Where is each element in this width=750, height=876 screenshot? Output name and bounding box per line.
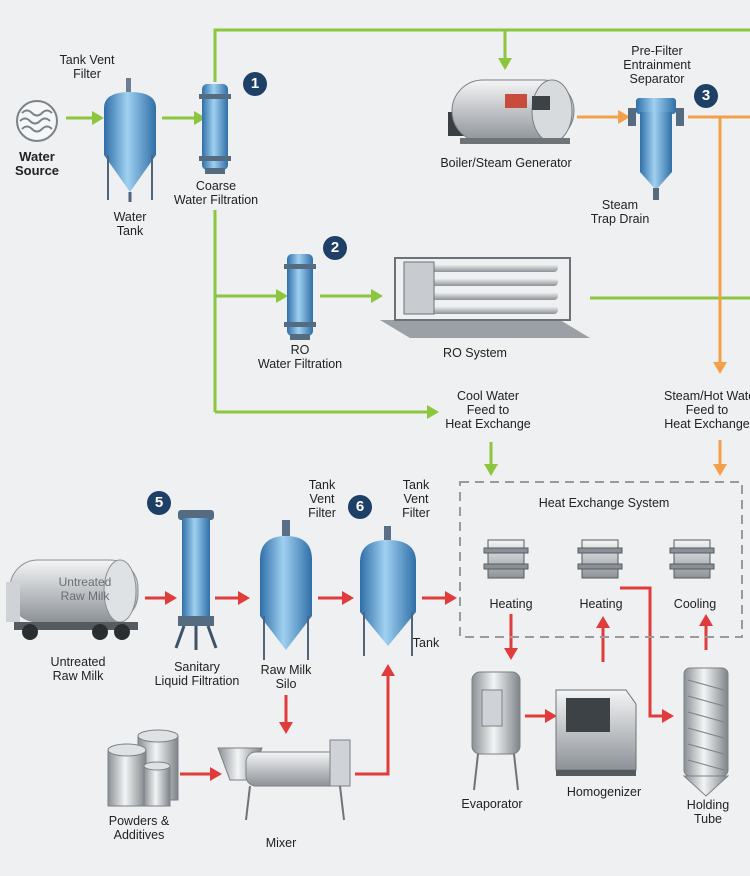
label-tank-vent-filter-3: Tank Vent Filter — [402, 478, 430, 520]
label-untreated-raw-milk: Untreated Raw Milk — [50, 655, 106, 683]
ro-filter-illustration — [284, 254, 316, 340]
line-top-main — [213, 28, 750, 82]
arrow-boiler — [498, 58, 512, 70]
label-water-source: Water Source — [14, 149, 60, 178]
step-badge-2: 2 — [323, 236, 347, 260]
arrow-tank — [342, 591, 354, 605]
label-heating-2: Heating — [579, 597, 623, 611]
label-tank-vent-filter-1: Tank Vent Filter — [59, 53, 115, 81]
boiler-illustration — [448, 79, 575, 144]
water-tank-illustration — [104, 78, 156, 202]
mixer-illustration — [217, 739, 351, 821]
label-cooling: Cooling — [673, 597, 717, 611]
label-truck-text: Untreated Raw Milk — [58, 575, 112, 603]
heat-exchanger-1 — [483, 539, 529, 579]
arrow-hx — [445, 591, 457, 605]
label-tank: Tank — [412, 636, 440, 650]
steam-arrowheads — [618, 110, 727, 476]
powders-illustration — [107, 729, 179, 807]
arrow-filter — [165, 591, 177, 605]
arrow-source-tank — [92, 111, 104, 125]
arrow-powders — [210, 767, 222, 781]
label-mixer: Mixer — [265, 836, 297, 850]
label-coarse-filtration: Coarse Water Filtration — [173, 179, 259, 207]
homogenizer-illustration — [555, 689, 637, 776]
label-heat-exchange-system: Heat Exchange System — [538, 496, 670, 510]
label-steam-trap: Steam Trap Drain — [590, 198, 650, 226]
label-homogenizer: Homogenizer — [566, 785, 642, 799]
arrow-holding — [662, 709, 674, 723]
step-badge-1: 1 — [243, 72, 267, 96]
label-steam-hot-water: Steam/Hot Water Feed to Heat Exchange — [664, 389, 750, 431]
tank-illustration — [360, 526, 416, 656]
arrow-silo — [238, 591, 250, 605]
arrow-cool-hx — [484, 464, 498, 476]
line-heating-to-holding — [620, 586, 662, 718]
arrow-cooling — [699, 614, 713, 626]
water-wave-icon — [16, 100, 58, 142]
arrow-tank-from-mixer — [381, 664, 395, 676]
label-holding-tube: Holding Tube — [686, 798, 730, 826]
label-raw-milk-silo: Raw Milk Silo — [260, 663, 312, 691]
step-badge-3: 3 — [694, 84, 718, 108]
arrow-cool-water — [427, 405, 439, 419]
arrow-steam-hx — [713, 464, 727, 476]
label-tank-vent-filter-2: Tank Vent Filter — [308, 478, 336, 520]
raw-milk-silo-illustration — [260, 520, 312, 660]
ro-system-illustration — [380, 257, 590, 338]
arrow-mixer — [279, 722, 293, 734]
label-boiler: Boiler/Steam Generator — [440, 156, 572, 170]
holding-tube-illustration — [682, 667, 730, 797]
arrow-homog — [545, 709, 557, 723]
label-pre-filter: Pre-Filter Entrainment Separator — [623, 44, 691, 86]
separator-illustration — [628, 98, 684, 200]
arrow-heating2 — [596, 616, 610, 628]
steam-lines — [577, 115, 750, 465]
label-heating-1: Heating — [489, 597, 533, 611]
evaporator-illustration — [471, 671, 521, 791]
arrow-ro-system — [371, 289, 383, 303]
sanitary-filter-illustration — [174, 510, 218, 650]
water-lines — [66, 28, 750, 465]
line-mixer-to-tank — [355, 676, 390, 776]
step-badge-5: 5 — [147, 491, 171, 515]
coarse-filter-illustration — [199, 84, 231, 174]
step-badge-6: 6 — [348, 495, 372, 519]
milk-lines — [145, 586, 708, 776]
heat-exchange-box — [459, 481, 743, 638]
label-water-tank: Water Tank — [113, 210, 147, 238]
milk-arrowheads — [165, 591, 713, 781]
label-powders: Powders & Additives — [108, 814, 170, 842]
arrow-tank-coarse — [194, 111, 206, 125]
label-cool-water: Cool Water Feed to Heat Exchange — [445, 389, 531, 431]
label-sanitary-filtration: Sanitary Liquid Filtration — [154, 660, 240, 688]
label-ro-filtration: RO Water Filtration — [257, 343, 343, 371]
arrow-evap — [504, 648, 518, 660]
arrow-steam-feed — [713, 362, 727, 374]
heat-exchanger-3 — [669, 539, 715, 579]
label-evaporator: Evaporator — [461, 797, 523, 811]
arrow-separator — [618, 110, 630, 124]
arrow-ro-filter — [276, 289, 288, 303]
truck-illustration — [6, 559, 139, 640]
heat-exchanger-2 — [577, 539, 623, 579]
water-arrowheads — [92, 58, 512, 476]
label-ro-system: RO System — [443, 346, 507, 360]
